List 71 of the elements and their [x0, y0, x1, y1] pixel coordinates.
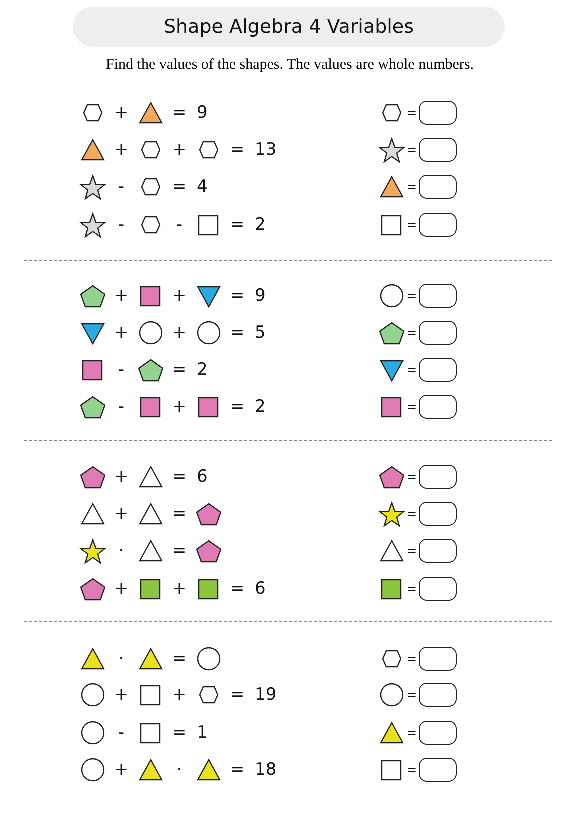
- equals-sign: =: [229, 285, 246, 308]
- equals-sign: =: [406, 687, 418, 704]
- operator: +: [113, 578, 130, 601]
- equals-sign: =: [229, 578, 246, 601]
- equals-sign: =: [171, 503, 188, 526]
- equals-sign: =: [406, 325, 418, 342]
- equals-sign: =: [406, 651, 418, 668]
- equals-sign: =: [406, 469, 418, 486]
- operator: +: [171, 684, 188, 707]
- operator: -: [117, 176, 126, 199]
- operator: +: [113, 759, 130, 782]
- operator: +: [113, 139, 130, 162]
- equals-sign: =: [406, 506, 418, 523]
- number: 2: [196, 359, 209, 382]
- operator: ·: [118, 648, 126, 671]
- equals-sign: =: [171, 359, 188, 382]
- equals-sign: =: [406, 762, 418, 779]
- equals-sign: =: [406, 217, 418, 234]
- operator: +: [171, 396, 188, 419]
- equals-sign: =: [406, 105, 418, 122]
- equals-sign: =: [406, 725, 418, 742]
- equals-sign: =: [229, 684, 246, 707]
- operator: +: [113, 684, 130, 707]
- operator: +: [113, 102, 130, 125]
- equals-sign: =: [406, 179, 418, 196]
- operator: -: [117, 214, 126, 237]
- operator: +: [171, 139, 188, 162]
- operator: +: [113, 322, 130, 345]
- equals-sign: =: [171, 176, 188, 199]
- operator: +: [171, 285, 188, 308]
- equals-sign: =: [229, 214, 246, 237]
- number: 13: [254, 139, 278, 162]
- equals-sign: =: [229, 759, 246, 782]
- number: 2: [254, 214, 267, 237]
- instruction-text: Find the values of the shapes. The values are whole numbers.: [105, 57, 475, 74]
- equals-sign: =: [229, 139, 246, 162]
- operator: -: [175, 214, 184, 237]
- equals-sign: =: [229, 322, 246, 345]
- number: 4: [196, 176, 209, 199]
- operator: ·: [118, 540, 126, 563]
- number: 18: [254, 759, 278, 782]
- equals-sign: =: [406, 399, 418, 416]
- number: 6: [196, 466, 209, 489]
- number: 9: [254, 285, 267, 308]
- title-banner: Shape Algebra 4 Variables: [73, 7, 505, 47]
- operator: +: [171, 322, 188, 345]
- equals-sign: =: [171, 102, 188, 125]
- number: 9: [196, 102, 209, 125]
- operator: -: [117, 722, 126, 745]
- equals-sign: =: [406, 142, 418, 159]
- operator: +: [113, 466, 130, 489]
- equals-sign: =: [229, 396, 246, 419]
- number: 2: [254, 396, 267, 419]
- equals-sign: =: [171, 540, 188, 563]
- equals-sign: =: [171, 466, 188, 489]
- equals-sign: =: [406, 288, 418, 305]
- operator: -: [117, 396, 126, 419]
- number: 19: [254, 684, 278, 707]
- number: 6: [254, 578, 267, 601]
- operator: +: [113, 285, 130, 308]
- equals-sign: =: [171, 648, 188, 671]
- equals-sign: =: [171, 722, 188, 745]
- equals-sign: =: [406, 581, 418, 598]
- number: 1: [196, 722, 209, 745]
- equals-sign: =: [406, 362, 418, 379]
- operator: +: [171, 578, 188, 601]
- operator: +: [113, 503, 130, 526]
- number: 5: [254, 322, 267, 345]
- operator: ·: [176, 759, 184, 782]
- equals-sign: =: [406, 543, 418, 560]
- operator: -: [117, 359, 126, 382]
